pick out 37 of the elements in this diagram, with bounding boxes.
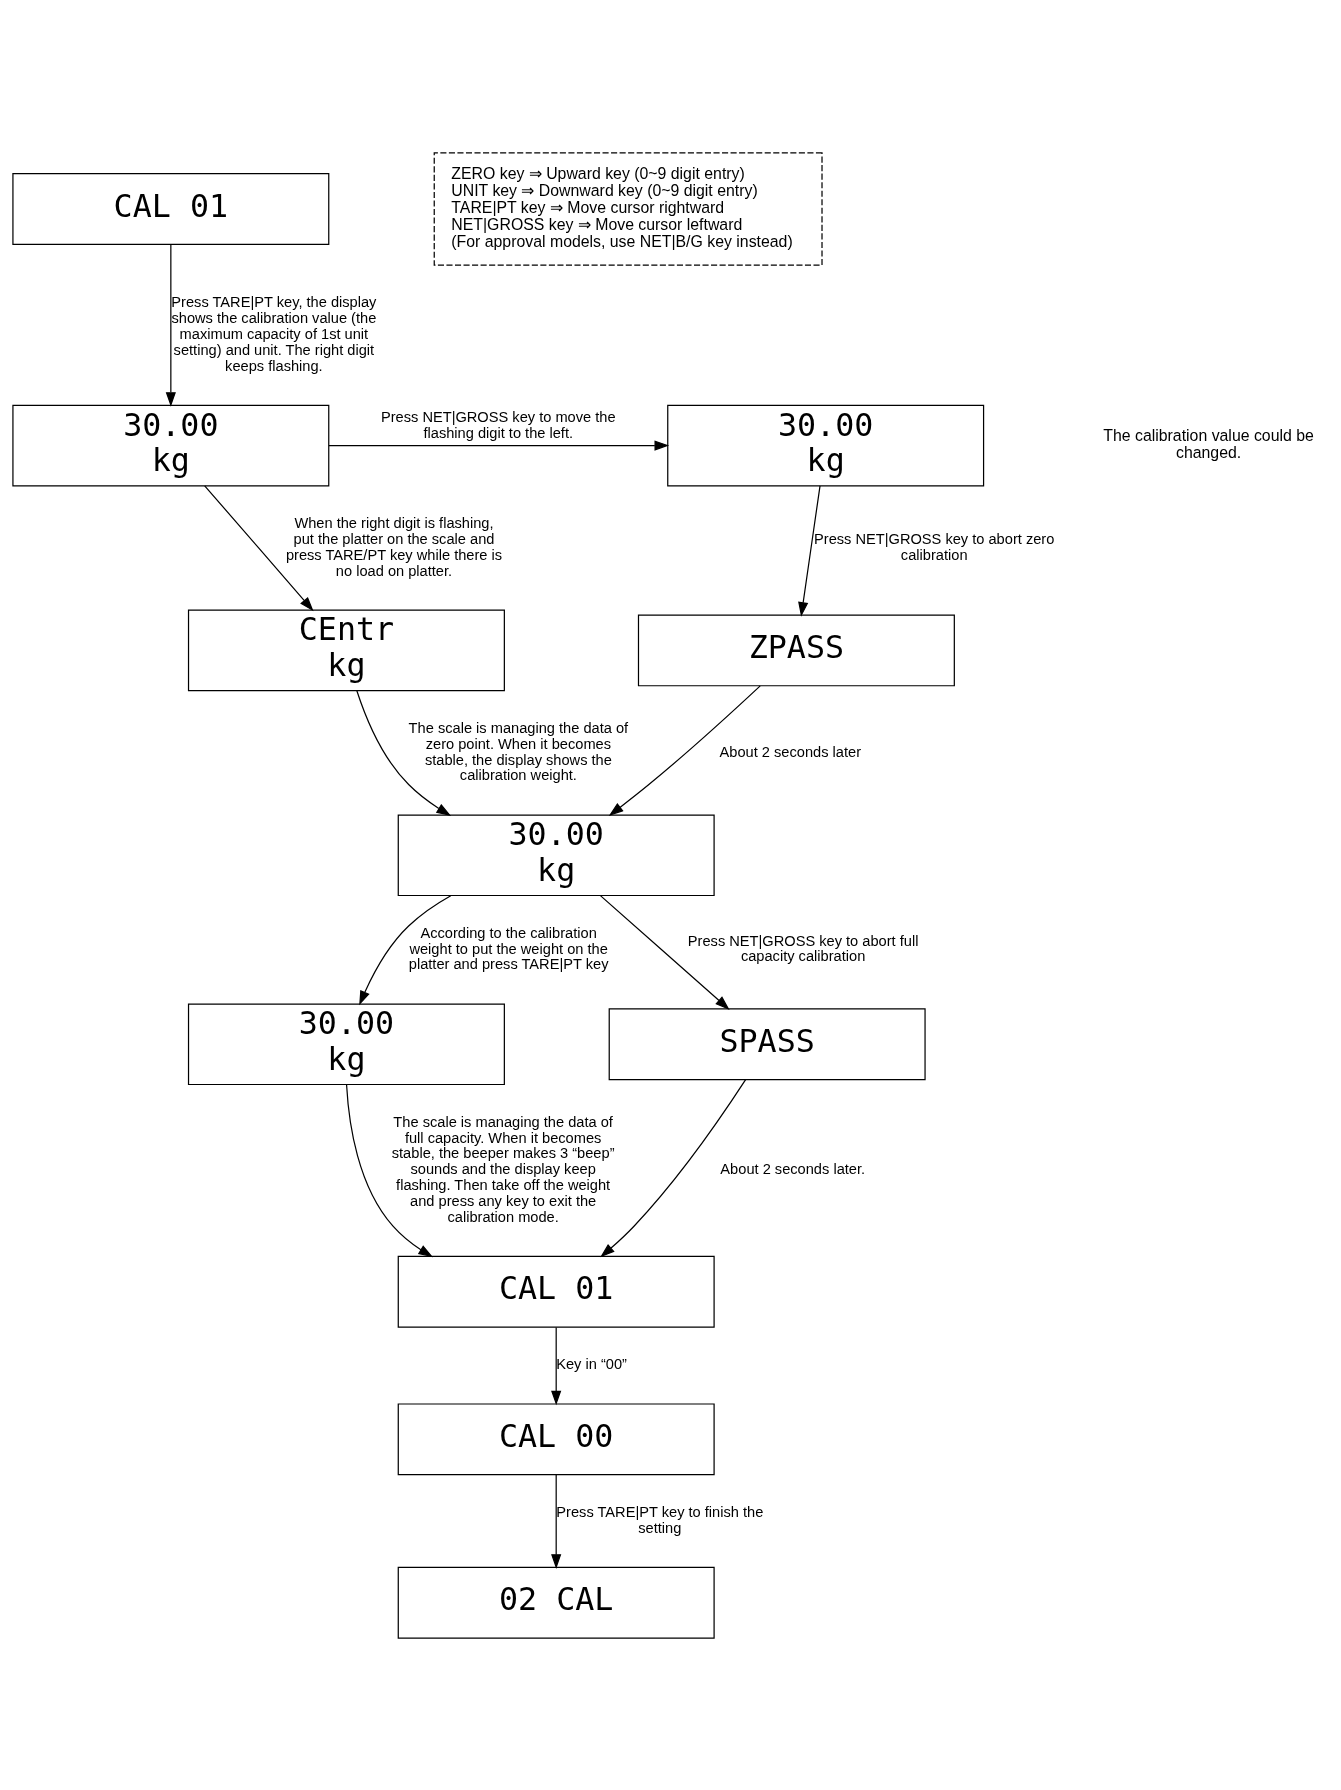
node-box: SPASS <box>608 1007 926 1080</box>
node-box: 30.00 kg <box>667 404 985 486</box>
edge-label: Press TARE|PT key to finish the setting <box>556 1503 764 1536</box>
arrow <box>608 684 761 816</box>
node-box: CAL 01 <box>12 172 330 245</box>
arrow <box>599 894 730 1010</box>
node-box: CEntr kg <box>187 609 505 691</box>
node-box: CAL 01 <box>397 1255 715 1328</box>
arrow <box>345 1083 434 1257</box>
edge-label: Press NET|GROSS key to abort zero calibration <box>814 530 1055 563</box>
edge-label: When the right digit is flashing, put the platter on the scale and press TARE/PT key while there is no load on platter. <box>285 514 503 579</box>
arrow <box>356 689 452 816</box>
arrow <box>798 484 821 617</box>
edge-label: The scale is managing the data of zero point. When it becomes stable, the display shows the calibration weight. <box>408 719 629 783</box>
edge-label: According to the calibration weight to put the weight on the platter and press TARE|PT key <box>408 924 609 972</box>
node-box: 02 CAL <box>397 1566 715 1639</box>
node-box: CAL 00 <box>397 1402 715 1475</box>
edge-label: Key in “00” <box>556 1355 627 1372</box>
arrow <box>165 243 176 407</box>
edge-label: Press NET|GROSS key to abort full capacity calibration <box>687 932 919 964</box>
arrow <box>328 439 670 451</box>
edge-label: Press TARE|PT key, the display shows the calibration value (the maximum capacity of 1st unit setting) and unit. The right digit keeps flashing. <box>171 293 377 374</box>
node-box: 30.00 kg <box>12 404 330 486</box>
arrow <box>204 484 314 611</box>
arrow <box>551 1474 562 1569</box>
node-box: 30.00 kg <box>187 1002 505 1085</box>
node-box: ZPASS <box>637 613 955 686</box>
edge-label: Press NET|GROSS key to move the flashing digit to the left. <box>380 408 616 441</box>
edge-label: The scale is managing the data of full capacity. When it becomes stable, the beeper makes 3 “beep” sounds and the display keep flashing. Then take off the weight and press any key to exit the calibration mode. <box>391 1113 615 1225</box>
label: The calibration value could be changed. <box>1103 426 1314 461</box>
arrow <box>359 894 452 1005</box>
edge-label: About 2 seconds later. <box>720 1160 866 1177</box>
node-box: 30.00 kg <box>397 813 715 896</box>
node-box: ZERO key ⇒ Upward key (0~9 digit entry) UNIT key ⇒ Downward key (0~9 digit entry) TARE|PT key ⇒ Move cursor rightward NET|GROSS key ⇒ Move cursor leftward (For approval models, use NET|B/G key instead) <box>433 151 823 266</box>
edge-label: About 2 seconds later <box>719 743 862 760</box>
arrow <box>551 1326 562 1405</box>
arrow <box>600 1078 747 1257</box>
